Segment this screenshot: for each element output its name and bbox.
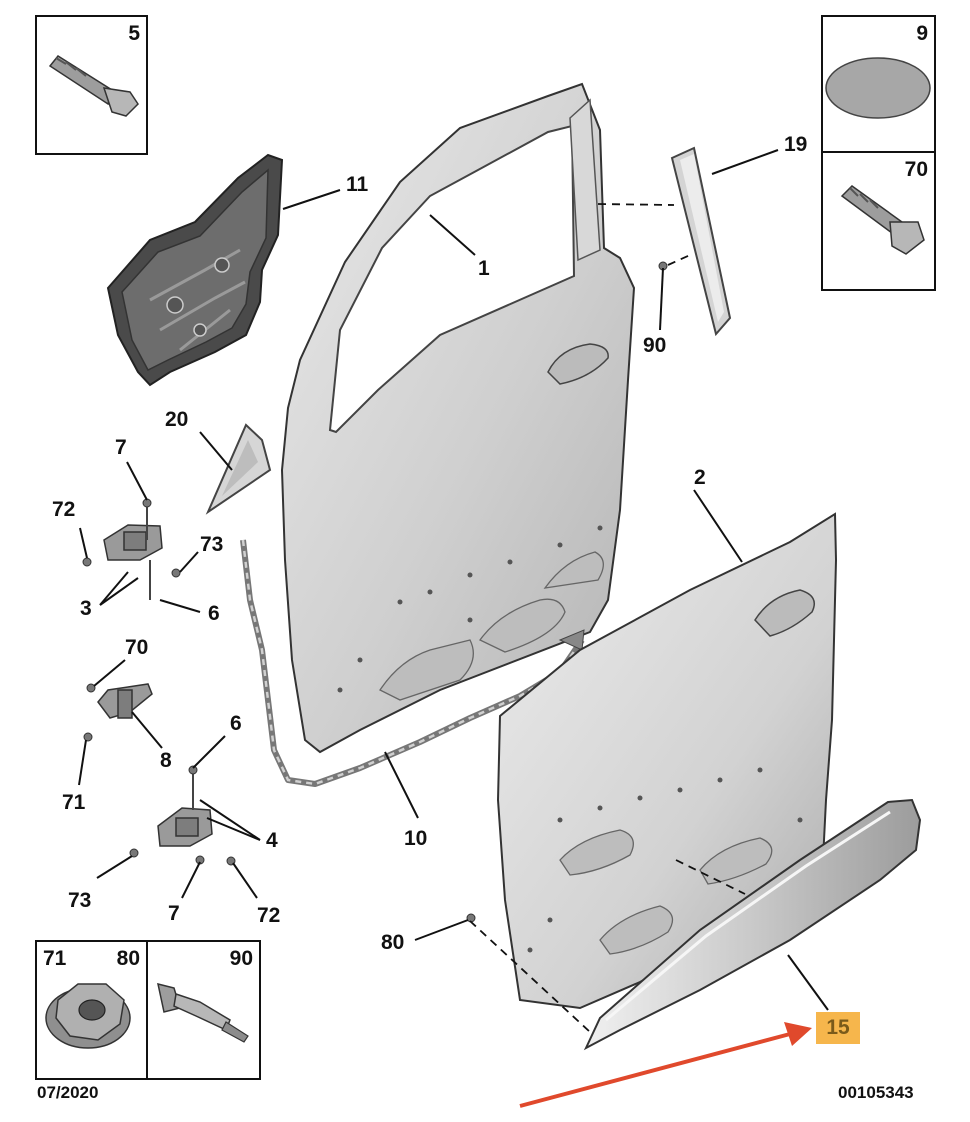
callout-7: 7 [168, 902, 180, 925]
callout-80: 80 [381, 931, 405, 954]
callout-7: 7 [115, 436, 127, 459]
callout-73: 73 [68, 889, 92, 912]
callout-3: 3 [80, 597, 92, 620]
callout-1: 1 [478, 257, 490, 280]
check-strap [97, 683, 153, 719]
footer-date: 07/2020 [37, 1083, 99, 1102]
callout-72: 72 [257, 904, 281, 927]
highlighted-callout-15: 15 [816, 1012, 860, 1044]
box-number: 70 [904, 158, 928, 181]
lower-moulding [583, 798, 922, 1051]
callout-71: 71 [62, 791, 86, 814]
inset-box-bolt: 70 [821, 151, 936, 291]
outer-door-skin [496, 512, 838, 1010]
callout-70: 70 [125, 636, 149, 659]
inset-box-stud: 5 [35, 15, 148, 155]
callout-72: 72 [52, 498, 76, 521]
box-number: 80 [116, 947, 140, 970]
box-number: 90 [229, 947, 253, 970]
callout-20: 20 [165, 408, 189, 431]
callout-73: 73 [200, 533, 224, 556]
inset-box-nut: 71 80 [35, 940, 148, 1080]
window-regulator-panel [106, 153, 284, 387]
callout-11: 11 [346, 173, 369, 196]
callout-4: 4 [266, 829, 278, 852]
callout-8: 8 [160, 749, 172, 772]
door-shell [280, 82, 636, 754]
upper-hinge [103, 500, 163, 600]
callout-2: 2 [694, 466, 706, 489]
lower-hinge [157, 770, 213, 847]
callout-10: 10 [404, 827, 428, 850]
callout-6: 6 [208, 602, 220, 625]
inset-box-plug: 9 [821, 15, 936, 153]
box-number: 71 [43, 947, 67, 970]
inset-box-rivet: 90 [146, 940, 261, 1080]
box-number: 5 [128, 22, 140, 45]
footer-code: 00105343 [838, 1083, 914, 1102]
callout-90: 90 [643, 334, 667, 357]
red-arrow [519, 1022, 812, 1108]
callout-19: 19 [784, 133, 808, 156]
callout-6: 6 [230, 712, 242, 735]
box-number: 9 [916, 22, 928, 45]
